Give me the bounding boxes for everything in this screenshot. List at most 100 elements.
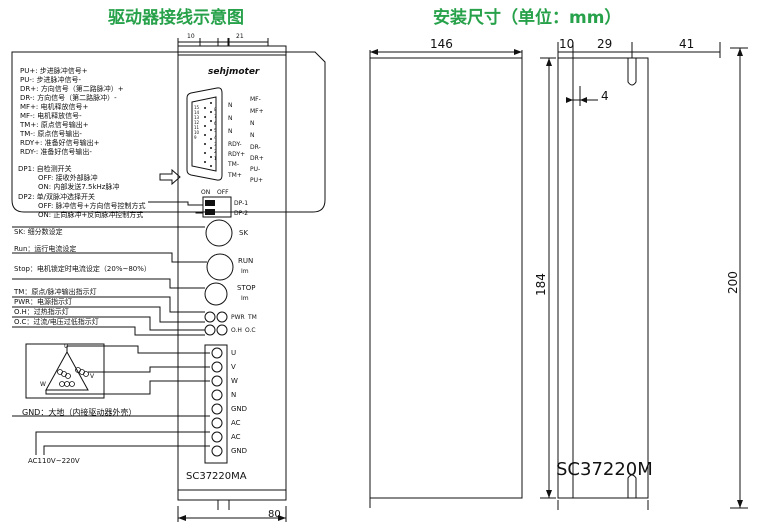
terminal-label: V — [231, 363, 236, 371]
pin-number: 10 — [194, 130, 200, 135]
dim-front-10: 10 — [187, 33, 195, 40]
pin-number: 13 — [194, 115, 200, 120]
terminal-label: AC — [231, 419, 241, 427]
oc-label: O.C：过流/电压过低指示灯 — [14, 318, 99, 326]
mount-bottom-slot — [627, 474, 637, 498]
switch-on-label: ON — [201, 189, 211, 196]
run-knob-label: RUN — [238, 257, 254, 265]
pin-number: 14 — [194, 110, 200, 115]
oh-led-label: O.H — [231, 327, 242, 334]
oc-led-label: O.C — [245, 327, 256, 334]
dp1-on: ON: 内部发送7.5kHz脉冲 — [38, 183, 120, 191]
dp2-switch-label: DP-2 — [234, 210, 249, 217]
led-tm — [216, 311, 228, 323]
terminal-label: N — [231, 391, 237, 399]
gnd-label: GND：大地（内接驱动器外壳） — [22, 408, 137, 417]
dim-mount-29: 29 — [597, 37, 613, 51]
pin-number: 3 — [214, 142, 217, 147]
motor-u-label: U — [64, 343, 69, 350]
conn-right-label: N — [250, 132, 255, 139]
brand-logo: sehjmoter — [208, 67, 260, 77]
legend-line: PU-: 步进脉冲信号- — [20, 76, 81, 84]
dip-switch-frame — [202, 196, 232, 218]
conn-right-label: MF- — [250, 96, 261, 103]
pwr-label: PWR：电源指示灯 — [14, 298, 73, 306]
conn-right-label: N — [250, 120, 255, 127]
run-label: Run：运行电流设定 — [14, 245, 77, 253]
tm-led-label: TM — [248, 314, 257, 321]
legend-line: RDY+: 准备好信号输出+ — [20, 139, 100, 147]
dim-mount-10: 10 — [559, 37, 575, 51]
led-oh — [204, 324, 216, 336]
connector-arrow — [159, 168, 181, 186]
conn-right-label: DR+ — [250, 155, 264, 162]
dim-mount-4: 4 — [601, 89, 609, 103]
tm-label: TM：原点/脉冲输出指示灯 — [14, 288, 97, 296]
run-knob — [206, 253, 234, 281]
pin-number: 4 — [214, 135, 217, 140]
conn-right-label: PU+ — [250, 177, 264, 184]
front-bottom-slot — [217, 500, 230, 510]
pin-number: 9 — [194, 135, 197, 140]
mount-view-body — [557, 57, 649, 499]
sk-knob-label: SK — [239, 229, 249, 237]
conn-right-label: DR- — [250, 144, 261, 151]
pin-number: 6 — [214, 121, 217, 126]
install-dimension-title: 安装尺寸（单位：mm） — [433, 8, 622, 28]
terminal-label: U — [231, 349, 237, 357]
mount-top-slot — [627, 58, 637, 86]
sk-label: SK: 细分数设定 — [14, 228, 63, 236]
dp1-off: OFF: 接收外部脉冲 — [38, 174, 98, 182]
terminal-label: GND — [231, 405, 248, 413]
stop-label: Stop：电机锁定时电流设定（20%~80%） — [14, 265, 151, 273]
dp2-title: DP2: 单/双脉冲选择开关 — [18, 193, 96, 201]
dp1-switch-label: DP-1 — [234, 200, 249, 207]
dsub-connector — [186, 87, 223, 181]
legend-box — [11, 51, 326, 213]
legend-line: TM-: 原点信号输出- — [20, 130, 82, 138]
conn-right-label: MF+ — [250, 108, 264, 115]
wiring-diagram-title: 驱动器接线示意图 — [108, 8, 244, 28]
run-knob-sub: Im — [241, 268, 249, 275]
conn-left-label: N — [228, 102, 233, 109]
pin-number: 11 — [194, 125, 200, 130]
front-driver-body — [177, 45, 287, 501]
legend-line: DR-: 方向信号（第二路脉冲）- — [20, 94, 117, 102]
front-model-label: SC37220MA — [186, 471, 247, 482]
stop-knob — [204, 282, 228, 306]
conn-left-label: TM- — [228, 161, 240, 168]
terminal-label: AC — [231, 433, 241, 441]
pin-number: 5 — [214, 128, 217, 133]
dim-mount-200: 200 — [726, 271, 740, 294]
legend-line: RDY-: 准备好信号输出- — [20, 148, 92, 156]
pin-number: 8 — [214, 107, 217, 112]
conn-left-label: RDY- — [228, 141, 242, 148]
conn-left-label: RDY+ — [228, 151, 246, 158]
dp2-off: OFF: 脉冲信号+方向信号控制方式 — [38, 202, 146, 210]
oh-label: O.H：过热指示灯 — [14, 308, 69, 316]
sk-knob — [205, 219, 233, 247]
dp1-title: DP1: 自检测开关 — [18, 165, 72, 173]
conn-left-label: N — [228, 115, 233, 122]
pin-number: 15 — [194, 105, 200, 110]
legend-line: MF-: 电机释放信号- — [20, 112, 82, 120]
dim-front-21: 21 — [236, 33, 244, 40]
motor-box — [25, 343, 105, 399]
legend-line: DR+: 方向信号（第二路脉冲）+ — [20, 85, 124, 93]
stop-knob-label: STOP — [237, 284, 256, 292]
pwr-led-label: PWR — [231, 314, 245, 321]
switch-off-label: OFF — [217, 189, 229, 196]
pin-number: 1 — [214, 156, 217, 161]
pin-number: 2 — [214, 149, 217, 154]
conn-left-label: TM+ — [228, 172, 242, 179]
ac-input-label: AC110V~220V — [28, 457, 80, 465]
motor-v-label: V — [90, 373, 95, 380]
dim-side-146: 146 — [430, 37, 453, 51]
terminal-label: GND — [231, 447, 248, 455]
led-oc — [216, 324, 228, 336]
terminal-label: W — [231, 377, 238, 385]
dim-front-80: 80 — [268, 509, 281, 520]
led-pwr — [204, 311, 216, 323]
motor-w-label: W — [40, 381, 46, 388]
